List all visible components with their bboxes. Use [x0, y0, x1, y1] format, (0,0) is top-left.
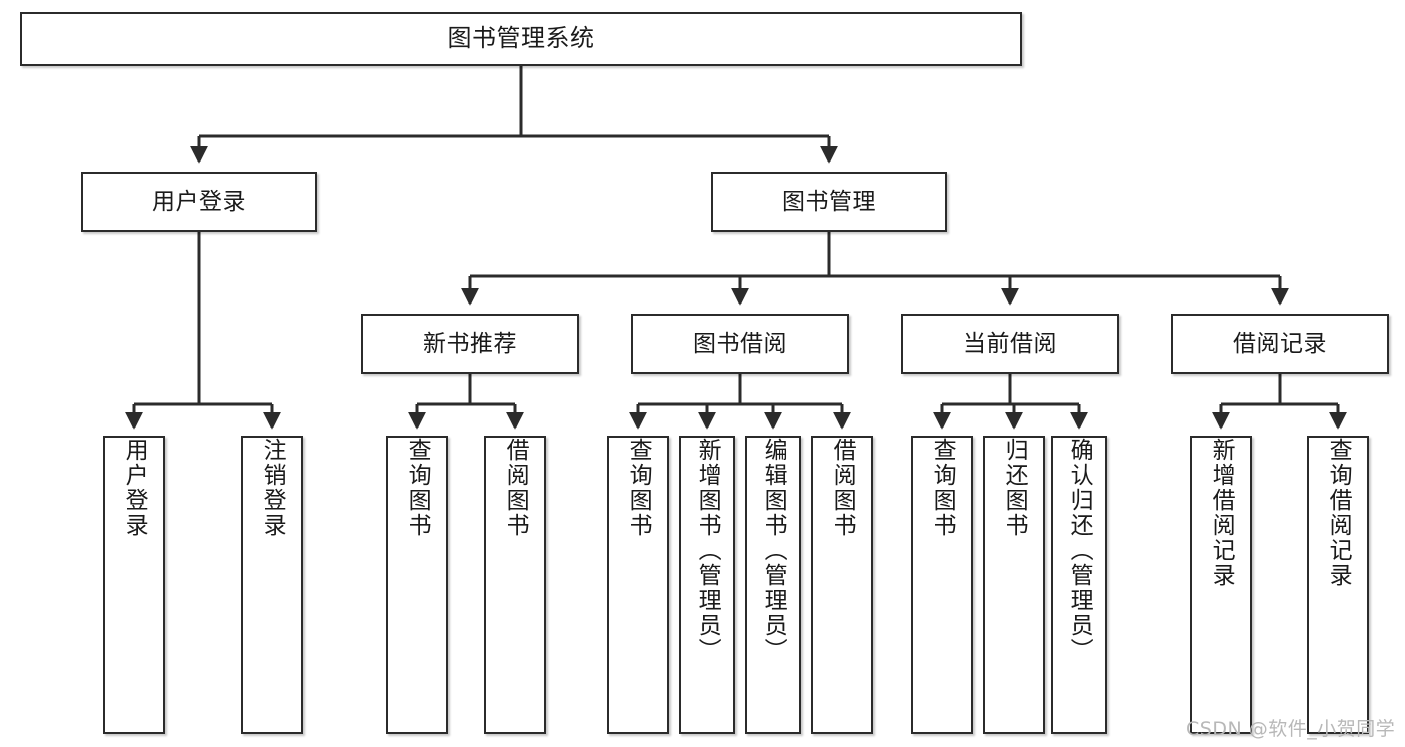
- leaf-query-book-borrowing[interactable]: 查询图书: [607, 436, 669, 734]
- node-root-book-management-system[interactable]: 图书管理系统: [20, 12, 1022, 66]
- node-label: 当前借阅: [963, 330, 1057, 357]
- node-new-book-recommendation[interactable]: 新书推荐: [361, 314, 579, 374]
- node-label: 查询图书: [929, 438, 956, 538]
- leaf-edit-book-admin[interactable]: 编辑图书（管理员）: [745, 436, 801, 734]
- node-user-login[interactable]: 用户登录: [81, 172, 317, 232]
- node-borrowing-record[interactable]: 借阅记录: [1171, 314, 1389, 374]
- leaf-borrow-book-borrowing[interactable]: 借阅图书: [811, 436, 873, 734]
- node-label: 新书推荐: [423, 330, 517, 357]
- node-label: 查询借阅记录: [1325, 438, 1352, 588]
- leaf-query-book-current[interactable]: 查询图书: [911, 436, 973, 734]
- node-label: 用户登录: [152, 188, 246, 215]
- node-label: 图书管理: [782, 188, 876, 215]
- node-label: 借阅图书: [502, 438, 529, 538]
- node-label: 图书借阅: [693, 330, 787, 357]
- node-label: 用户登录: [121, 438, 148, 538]
- node-label: 新增图书（管理员）: [694, 438, 721, 663]
- csdn-watermark: CSDN @软件_小贺同学: [1186, 718, 1396, 740]
- leaf-add-book-admin[interactable]: 新增图书（管理员）: [679, 436, 735, 734]
- node-label: 查询图书: [404, 438, 431, 538]
- node-current-borrowing[interactable]: 当前借阅: [901, 314, 1119, 374]
- node-label: 编辑图书（管理员）: [760, 438, 787, 663]
- leaf-query-book-newbook[interactable]: 查询图书: [386, 436, 448, 734]
- leaf-query-borrowing-record[interactable]: 查询借阅记录: [1307, 436, 1369, 734]
- node-book-borrowing[interactable]: 图书借阅: [631, 314, 849, 374]
- leaf-user-login[interactable]: 用户登录: [103, 436, 165, 734]
- leaf-add-borrowing-record[interactable]: 新增借阅记录: [1190, 436, 1252, 734]
- leaf-return-book[interactable]: 归还图书: [983, 436, 1045, 734]
- leaf-confirm-return-admin[interactable]: 确认归还（管理员）: [1051, 436, 1107, 734]
- node-label: 注销登录: [259, 438, 286, 538]
- node-label: 借阅记录: [1233, 330, 1327, 357]
- node-label: 查询图书: [625, 438, 652, 538]
- leaf-borrow-book-newbook[interactable]: 借阅图书: [484, 436, 546, 734]
- node-label: 借阅图书: [829, 438, 856, 538]
- node-book-management[interactable]: 图书管理: [711, 172, 947, 232]
- node-label: 图书管理系统: [447, 24, 595, 53]
- node-label: 确认归还（管理员）: [1066, 438, 1093, 663]
- node-label: 归还图书: [1001, 438, 1028, 538]
- node-label: 新增借阅记录: [1208, 438, 1235, 588]
- leaf-logout[interactable]: 注销登录: [241, 436, 303, 734]
